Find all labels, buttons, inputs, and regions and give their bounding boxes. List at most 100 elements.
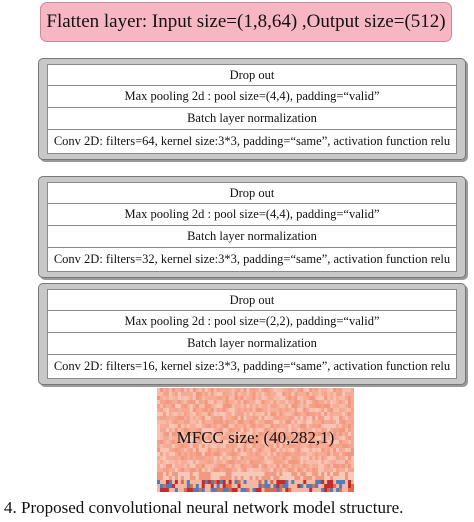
mfcc-cell xyxy=(225,484,230,489)
mfcc-cell xyxy=(267,432,272,437)
mfcc-cell xyxy=(180,472,185,477)
mfcc-cell xyxy=(324,480,328,485)
mfcc-cell xyxy=(246,484,251,489)
mfcc-cell xyxy=(168,408,173,413)
mfcc-cell xyxy=(183,416,188,421)
mfcc-cell xyxy=(315,412,319,417)
mfcc-cell xyxy=(237,444,242,449)
mfcc-cell xyxy=(303,484,307,489)
mfcc-cell xyxy=(315,456,319,461)
mfcc-cell xyxy=(177,420,182,425)
mfcc-cell xyxy=(186,480,191,485)
mfcc-cell xyxy=(204,408,209,413)
mfcc-cell xyxy=(348,456,352,461)
mfcc-cell xyxy=(159,452,164,457)
mfcc-cell xyxy=(249,452,254,457)
mfcc-cell xyxy=(234,408,239,413)
mfcc-cell xyxy=(258,392,263,397)
mfcc-cell xyxy=(321,436,325,441)
mfcc-cell xyxy=(186,428,191,433)
mfcc-cell xyxy=(231,448,236,453)
mfcc-cell xyxy=(231,428,236,433)
mfcc-cell xyxy=(267,400,272,405)
mfcc-cell xyxy=(174,456,179,461)
mfcc-cell xyxy=(294,416,298,421)
mfcc-cell xyxy=(234,460,239,465)
mfcc-cell xyxy=(336,404,340,409)
mfcc-cell xyxy=(273,456,277,461)
mfcc-cell xyxy=(285,452,289,457)
mfcc-cell xyxy=(180,408,185,413)
mfcc-cell xyxy=(195,416,200,421)
mfcc-cell xyxy=(282,392,286,397)
mfcc-cell xyxy=(189,476,194,481)
mfcc-cell xyxy=(318,432,322,437)
mfcc-cell xyxy=(279,440,283,445)
mfcc-cell xyxy=(210,488,215,492)
mfcc-cell xyxy=(282,416,286,421)
mfcc-cell xyxy=(318,476,322,481)
conv-block-32: Drop out Max pooling 2d : pool size=(4,4… xyxy=(38,176,466,278)
mfcc-cell xyxy=(324,436,328,441)
mfcc-cell xyxy=(216,416,221,421)
mfcc-cell xyxy=(243,416,248,421)
mfcc-cell xyxy=(186,468,191,473)
mfcc-cell xyxy=(157,452,161,457)
mfcc-cell xyxy=(168,460,173,465)
mfcc-cell xyxy=(351,432,354,437)
mfcc-cell xyxy=(177,460,182,465)
mfcc-cell xyxy=(157,392,161,397)
mfcc-cell xyxy=(228,396,233,401)
mfcc-cell xyxy=(270,480,274,485)
mfcc-cell xyxy=(300,420,304,425)
mfcc-cell xyxy=(321,388,325,393)
mfcc-cell xyxy=(324,396,328,401)
mfcc-cell xyxy=(339,404,343,409)
mfcc-cell xyxy=(192,476,197,481)
mfcc-cell xyxy=(327,440,331,445)
mfcc-cell xyxy=(216,404,221,409)
mfcc-cell xyxy=(261,396,266,401)
mfcc-cell xyxy=(240,444,245,449)
mfcc-cell xyxy=(273,420,277,425)
mfcc-cell xyxy=(231,392,236,397)
mfcc-cell xyxy=(288,412,292,417)
mfcc-cell xyxy=(264,392,269,397)
mfcc-cell xyxy=(300,468,304,473)
mfcc-cell xyxy=(336,416,340,421)
mfcc-cell xyxy=(237,392,242,397)
mfcc-cell xyxy=(183,400,188,405)
mfcc-cell xyxy=(249,480,254,485)
mfcc-cell xyxy=(273,428,277,433)
mfcc-cell xyxy=(192,480,197,485)
mfcc-cell xyxy=(267,424,272,429)
mfcc-cell xyxy=(351,444,354,449)
mfcc-cell xyxy=(309,464,313,469)
mfcc-cell xyxy=(213,396,218,401)
mfcc-cell xyxy=(249,408,254,413)
mfcc-cell xyxy=(330,420,334,425)
mfcc-cell xyxy=(201,476,206,481)
mfcc-cell xyxy=(228,428,233,433)
mfcc-cell xyxy=(285,488,289,492)
mfcc-cell xyxy=(327,484,331,489)
mfcc-cell xyxy=(297,464,301,469)
mfcc-cell xyxy=(264,432,269,437)
mfcc-cell xyxy=(270,484,274,489)
mfcc-cell xyxy=(276,428,280,433)
mfcc-cell xyxy=(252,480,257,485)
mfcc-cell xyxy=(270,460,274,465)
mfcc-cell xyxy=(273,480,277,485)
mfcc-cell xyxy=(288,488,292,492)
mfcc-cell xyxy=(315,484,319,489)
mfcc-cell xyxy=(261,412,266,417)
conv2d-layer: Conv 2D: filters=64, kernel size:3*3, pa… xyxy=(47,130,457,154)
mfcc-cell xyxy=(213,440,218,445)
mfcc-cell xyxy=(321,412,325,417)
mfcc-cell xyxy=(237,408,242,413)
mfcc-cell xyxy=(315,420,319,425)
mfcc-cell xyxy=(279,464,283,469)
mfcc-cell xyxy=(162,444,167,449)
mfcc-cell xyxy=(258,452,263,457)
mfcc-cell xyxy=(207,444,212,449)
